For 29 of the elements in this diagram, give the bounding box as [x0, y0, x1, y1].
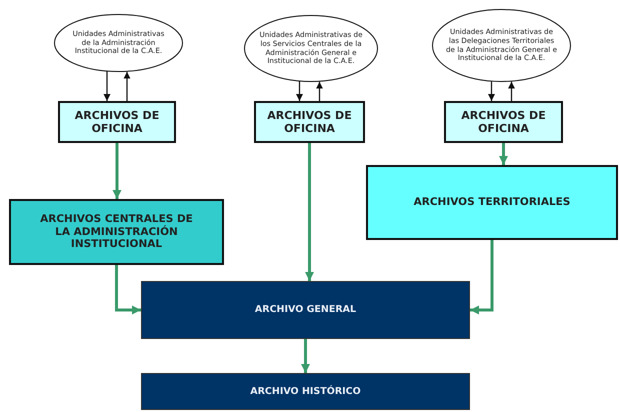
arrow	[104, 72, 110, 101]
unit-ellipse	[432, 9, 571, 82]
archive-box	[254, 101, 365, 143]
arrow	[124, 72, 130, 101]
archive-box	[444, 101, 563, 143]
archive-box	[9, 199, 224, 265]
archive-label: ARCHIVO GENERAL	[254, 304, 356, 316]
arrow	[316, 82, 323, 101]
archive-box	[141, 373, 470, 410]
archive-label: ARCHIVOS TERRITORIALES	[414, 196, 570, 209]
archive-box	[58, 101, 176, 143]
arrow	[301, 339, 310, 373]
archive-label: ARCHIVOS DE OFICINA	[460, 108, 547, 136]
archive-box	[366, 165, 618, 240]
arrow	[305, 143, 314, 281]
arrow	[112, 143, 122, 199]
arrow	[296, 82, 303, 101]
arrow	[499, 143, 508, 165]
arrow	[488, 82, 495, 101]
archive-label: ARCHIVOS CENTRALES DE LA ADMINISTRACIÓN INSTITUCIONAL	[39, 213, 194, 251]
archive-label: ARCHIVOS DE OFICINA	[74, 108, 160, 136]
archive-label: ARCHIVOS DE OFICINA	[266, 108, 353, 136]
arrow	[470, 240, 494, 314]
arrow	[115, 265, 141, 314]
unit-ellipse	[54, 14, 183, 72]
arrow	[508, 82, 515, 101]
archive-box	[141, 281, 470, 339]
archive-label: ARCHIVO HISTÓRICO	[250, 386, 361, 398]
unit-ellipse	[244, 15, 378, 82]
